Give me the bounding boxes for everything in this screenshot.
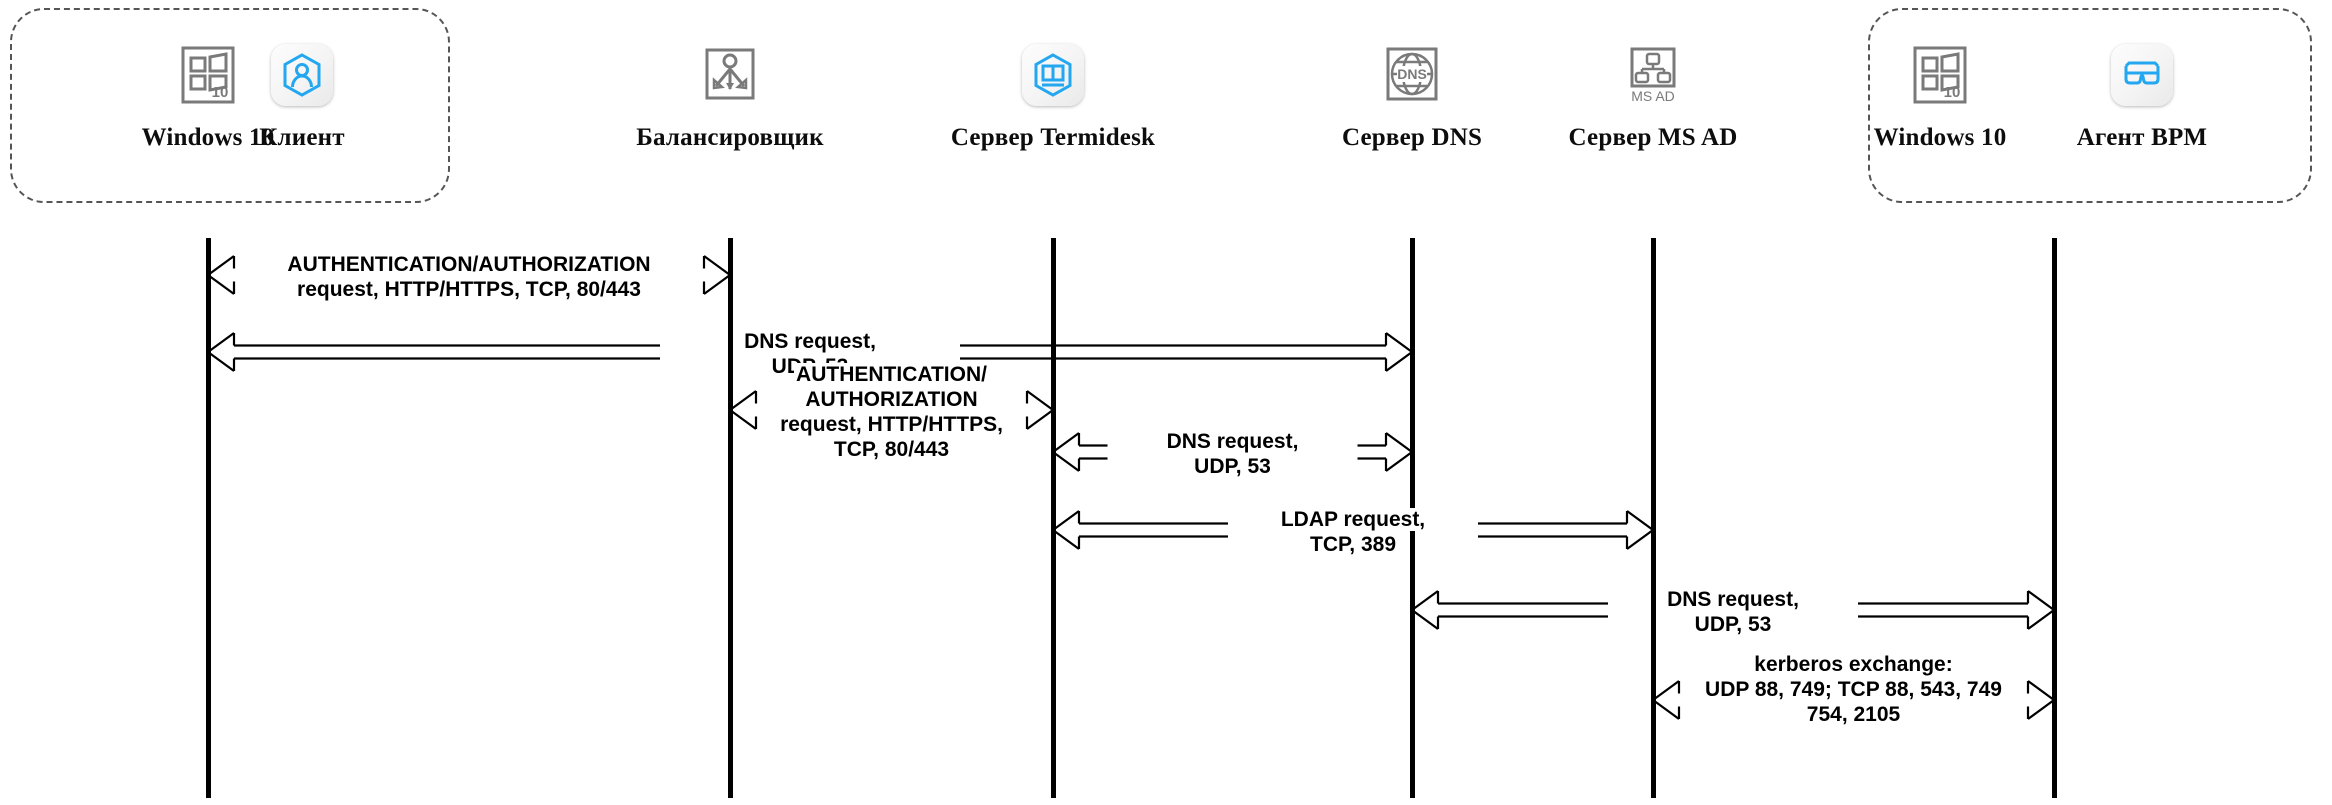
actor-windows-10-agent[interactable]: 10 Windows 10 (1810, 38, 2070, 152)
actor-label: Сервер MS AD (1568, 124, 1738, 151)
msg-auth-balancer-termidesk-arrow (728, 390, 1055, 430)
lifeline-balancer (728, 238, 733, 798)
actor-dns-server[interactable]: DNS Сервер DNS (1282, 38, 1542, 152)
dns-globe-icon: DNS (1282, 38, 1542, 112)
msg-auth-client-balancer-arrow (206, 255, 732, 295)
actor-label: Агент BPM (2076, 124, 2208, 151)
actor-agent-bpm[interactable]: Агент BPM (2012, 38, 2272, 152)
ms-ad-org-chart-icon: MS AD (1523, 38, 1783, 112)
termidesk-hexagon-icon (923, 38, 1183, 112)
actor-termidesk-server[interactable]: Сервер Termidesk (923, 38, 1183, 152)
agent-bpm-glasses-icon (2012, 38, 2272, 112)
windows-10-icon: 10 (78, 38, 338, 112)
actor-label: Балансировщик (636, 124, 824, 151)
msg-dns-termidesk-dns-arrow (1051, 432, 1414, 472)
load-balancer-icon (600, 38, 860, 112)
svg-text:10: 10 (1944, 84, 1961, 101)
actor-client[interactable]: Клиент (172, 38, 432, 152)
lifeline-msad (1651, 238, 1656, 798)
svg-text:MS AD: MS AD (1631, 88, 1675, 104)
msg-dns-client-dns-arrow (206, 332, 1414, 372)
msg-dns-termidesk-dns: DNS request,UDP, 53 (1051, 422, 1414, 492)
client-hexagon-user-icon (172, 38, 432, 112)
actor-windows-10-client[interactable]: 10 Windows 10 (78, 38, 338, 152)
msg-ldap-termidesk-msad: LDAP request,TCP, 389 (1051, 500, 1655, 570)
msg-kerberos-msad-agent: kerberos exchange:UDP 88, 749; TCP 88, 5… (1651, 652, 2056, 737)
msg-dns-dns-agent-arrow (1410, 590, 2056, 630)
lifeline-client (206, 238, 211, 798)
actor-label: Клиент (259, 124, 345, 151)
actor-ms-ad-server[interactable]: MS AD Сервер MS AD (1523, 38, 1783, 152)
group-box-client-workstation (10, 8, 450, 203)
lifeline-termidesk (1051, 238, 1056, 798)
actor-label: Сервер Termidesk (950, 124, 1156, 151)
actor-label: Сервер DNS (1341, 124, 1483, 151)
svg-text:DNS: DNS (1397, 66, 1427, 82)
svg-text:10: 10 (212, 84, 229, 101)
msg-ldap-termidesk-msad-arrow (1051, 510, 1655, 550)
msg-kerberos-msad-agent-arrow (1651, 680, 2056, 720)
actor-balancer[interactable]: Балансировщик (600, 38, 860, 152)
lifeline-agent (2052, 238, 2057, 798)
msg-dns-dns-agent: DNS request,UDP, 53 (1410, 580, 2056, 650)
actor-label: Windows 10 (1873, 124, 2007, 151)
group-box-agent-workstation (1868, 8, 2312, 203)
windows-10-icon: 10 (1810, 38, 2070, 112)
actor-label: Windows 10 (141, 124, 275, 151)
